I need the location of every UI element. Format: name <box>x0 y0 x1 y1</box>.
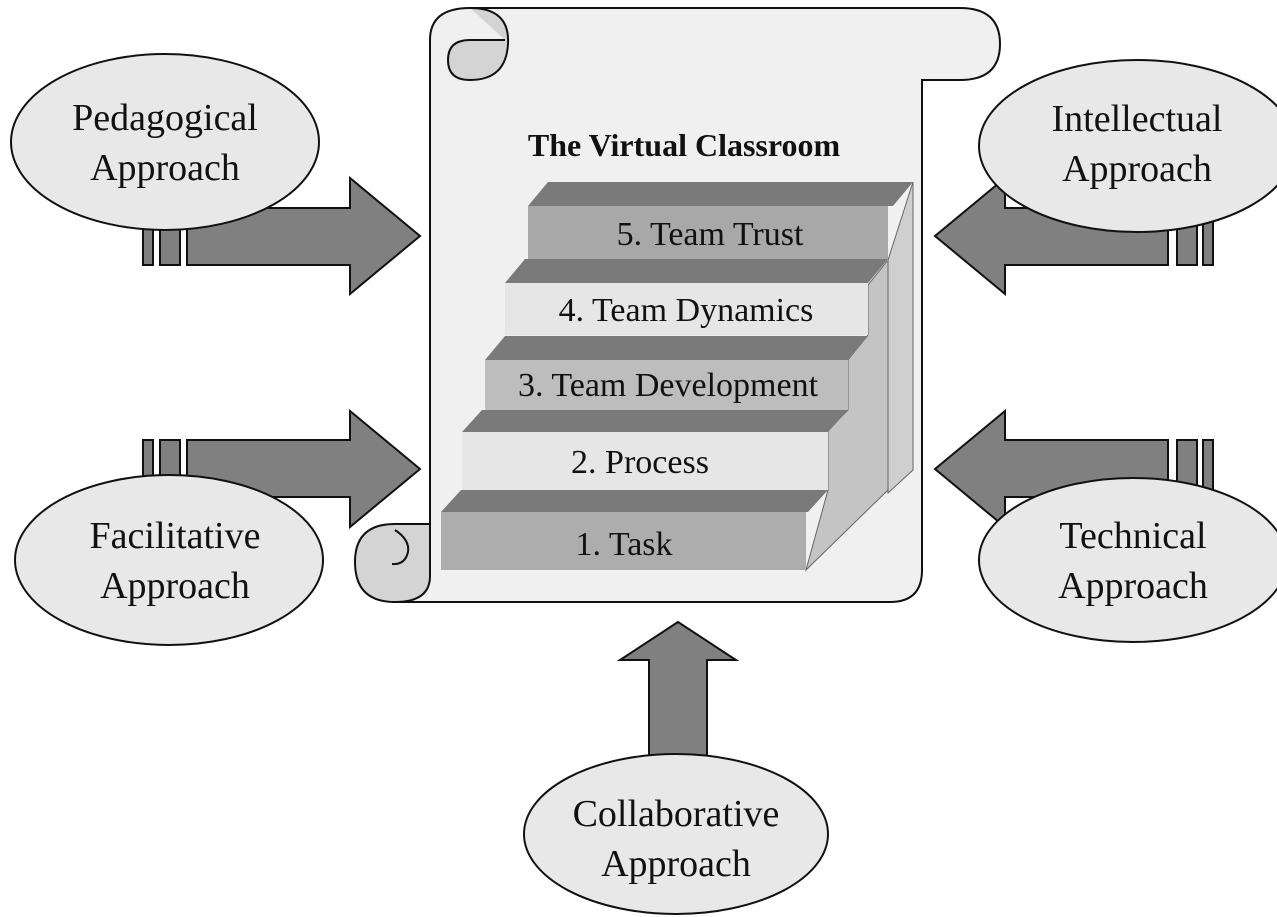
node-pedagogical: Pedagogical Approach <box>10 53 320 231</box>
step-top-4 <box>505 259 888 283</box>
step-3-label: 3. Team Development <box>518 367 819 404</box>
step-top-2 <box>462 410 848 432</box>
scroll-bottom-curl <box>353 523 431 604</box>
collaborative-line1: Collaborative <box>573 793 780 835</box>
technical-line2: Approach <box>1058 565 1208 607</box>
step-2 <box>462 432 828 490</box>
step-4-label: 4. Team Dynamics <box>559 292 814 329</box>
intellectual-line1: Intellectual <box>1052 98 1223 140</box>
pedagogical-line1: Pedagogical <box>72 97 258 139</box>
step-3 <box>485 360 848 410</box>
step-top-5 <box>528 182 913 206</box>
step-top-3 <box>485 336 868 360</box>
step-2-label: 2. Process <box>571 444 709 481</box>
scroll-bottom-curl-inner <box>391 529 410 566</box>
facilitative-line2: Approach <box>100 565 250 607</box>
step-1-label: 1. Task <box>575 526 672 563</box>
scroll-top-curl <box>446 7 510 82</box>
node-collaborative: Collaborative Approach <box>523 753 829 915</box>
pedagogical-line2: Approach <box>90 147 240 189</box>
intellectual-line2: Approach <box>1062 148 1212 190</box>
step-5-label: 5. Team Trust <box>617 216 804 253</box>
arrow-technical <box>933 408 1214 530</box>
step-5 <box>528 206 888 261</box>
collaborative-line2: Approach <box>601 843 751 885</box>
diagram-title: The Virtual Classroom <box>528 127 841 163</box>
node-facilitative: Facilitative Approach <box>14 474 324 646</box>
staircase: 5. Team Trust 4. Team Dynamics 3. Team D… <box>441 181 914 572</box>
step-4 <box>505 283 868 335</box>
step-1 <box>441 512 806 570</box>
technical-line1: Technical <box>1059 515 1206 557</box>
facilitative-line1: Facilitative <box>90 515 261 557</box>
node-technical: Technical Approach <box>978 477 1277 643</box>
node-intellectual: Intellectual Approach <box>978 59 1277 233</box>
step-top-1 <box>441 490 828 512</box>
